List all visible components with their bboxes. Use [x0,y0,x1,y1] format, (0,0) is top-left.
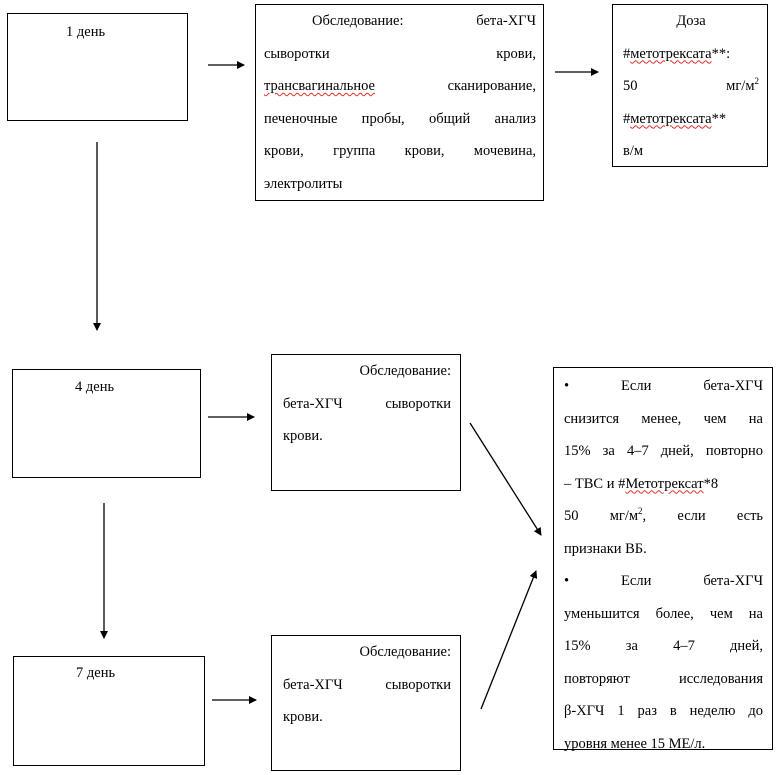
dose-box: Доза #метотрексата**: 50 мг/м2 #метотрек… [612,4,768,167]
result-b1-line5-sup: 2 [638,506,643,517]
result-b1-line5-a: 50 мг/м [564,508,639,524]
exam7-line2-a: бета-ХГЧ [283,676,343,693]
day7-box: 7 день [13,656,205,766]
dose-line2-hash: # [623,45,631,62]
result-b1-line1: • Если бета-ХГЧ [564,370,763,403]
result-b2-line1-b: Если [621,573,652,589]
result-b1-line4-a: – ТВС и # [564,475,626,492]
dose-line4-word: метотрексата [630,110,712,127]
dose-line3-sup: 2 [754,76,760,87]
result-b1-line4-word: Метотрексат [625,475,704,492]
day1-label: 1 день [66,24,106,40]
result-b1-line4-b: *8 [703,475,719,492]
day7-label: 7 день [76,665,116,681]
arrow-exam4-to-result [469,422,542,536]
exam4-line2: бета-ХГЧ сыворотки [283,388,451,421]
day1-box: 1 день [7,13,188,121]
dose-line5: в/м [623,143,644,159]
dose-text: Доза #метотрексата**: 50 мг/м2 #метотрек… [623,5,759,168]
dose-line2: #метотрексата**: [623,38,759,71]
exam1-line2: сыворотки крови, [264,38,536,71]
day4-label: 4 день [75,379,115,395]
exam4-line2-b: сыворотки [385,395,451,412]
result-b1-line5-c: если [677,508,706,524]
result-b2-line5: β-ХГЧ 1 раз в неделю до [564,703,763,719]
exam1-line5: крови, группа крови, мочевина, [264,143,536,159]
exam1-line3-a: трансвагинальное [264,78,375,94]
dose-line3-b: мг/м2 [726,76,760,94]
result-b1-line5-d: есть [736,508,764,524]
dose-line4-rest: ** [711,110,727,127]
exam7-line1: Обследование: [359,644,451,660]
exam1-line6: электролиты [264,175,343,192]
result-b2-line1-c: бета-ХГЧ [703,573,763,589]
result-b1-line1-b: Если [621,378,652,394]
result-b1-line1-c: бета-ХГЧ [703,378,763,394]
result-b2-line2: уменьшится более, чем на [564,605,763,622]
exam4-text: Обследование: бета-ХГЧ сыворотки крови. [283,355,451,453]
dose-line4: #метотрексата** [623,103,759,136]
result-b2-line3: 15% за 4–7 дней, [564,638,763,654]
exam7-line2: бета-ХГЧ сыворотки [283,669,451,702]
result-b1-line5-dose: 50 мг/м2, [564,506,647,524]
dose-line2-word: метотрексата [630,45,712,62]
result-text: • Если бета-ХГЧ снизится менее, чем на 1… [564,370,763,760]
exam1-line4: печеночные пробы, общий анализ [264,110,536,127]
exam1-line3: трансвагинальное сканирование, [264,70,536,103]
dose-line3-unit: мг/м [726,78,755,94]
result-b1-line5: 50 мг/м2, если есть [564,500,763,533]
bullet-1: • [564,378,570,394]
result-b1-line2: снизится менее, чем на [564,410,763,427]
result-b1-line4: – ТВС и #Метотрексат*8 [564,468,763,501]
day4-box: 4 день [12,369,201,478]
result-b1-line6: признаки ВБ. [564,540,647,557]
result-b1-line3: 15% за 4–7 дней, повторно [564,443,763,459]
result-box: • Если бета-ХГЧ снизится менее, чем на 1… [553,367,773,752]
result-b1-line5-comma: , [642,508,647,524]
dose-line2-rest: **: [711,45,731,62]
exam1-line3-b: сканирование, [447,78,536,94]
result-b2-line4: повторяют исследования [564,670,763,687]
exam4-line2-a: бета-ХГЧ [283,395,343,412]
exam4-box: Обследование: бета-ХГЧ сыворотки крови. [271,354,461,491]
exam7-text: Обследование: бета-ХГЧ сыворотки крови. [283,636,451,734]
bullet-2: • [564,573,570,589]
exam7-box: Обследование: бета-ХГЧ сыворотки крови. [271,635,461,771]
dose-line4-hash: # [623,110,631,127]
result-b2-line6: уровня менее 15 МЕ/л. [564,735,706,752]
dose-line3: 50 мг/м2 [623,70,759,103]
exam1-line1: Обследование: бета-ХГЧ [312,13,536,29]
exam7-line2-b: сыворотки [385,676,451,693]
exam1-box: Обследование: бета-ХГЧ сыворотки крови, … [255,4,544,201]
exam1-line2-b: крови, [496,45,536,62]
exam1-line2-a: сыворотки [264,45,330,62]
dose-line1: Доза [676,13,706,29]
exam7-line3: крови. [283,709,323,725]
dose-line3-a: 50 [623,78,638,94]
exam1-text: Обследование: бета-ХГЧ сыворотки крови, … [264,5,536,200]
exam4-line3: крови. [283,428,323,444]
result-b2-line1: • Если бета-ХГЧ [564,565,763,598]
exam4-line1: Обследование: [359,363,451,379]
arrow-exam7-to-result [480,570,538,710]
